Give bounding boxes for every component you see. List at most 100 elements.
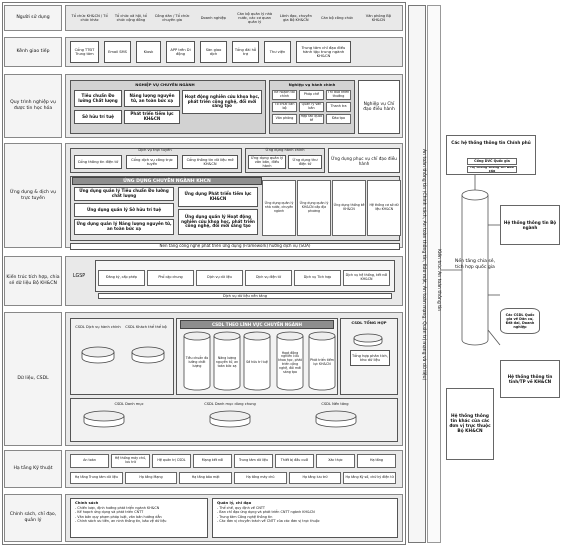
admin-process-title: Nghiệp vụ hành chính <box>288 81 336 87</box>
admin-process-item: Tổ chức cán bộ <box>272 102 297 112</box>
db-core-cylinder <box>243 331 271 391</box>
user-item: Lãnh đạo, chuyên gia Bộ KH&CN <box>279 13 312 22</box>
data-row2-c: CSDL Nền tảng <box>321 402 349 407</box>
lgsp-item: Dịch vụ điện tử <box>245 270 292 286</box>
row-label-process: Quy trình nghiệp vụ được tin học hóa <box>4 74 62 138</box>
gov-item-dvc: Cổng DVC Quốc gia <box>467 158 517 165</box>
db-object-cylinder <box>131 346 165 364</box>
infra-item: Mạng kết nối <box>193 454 232 468</box>
row-label-apps: Ứng dụng & dịch vụ trực tuyến <box>4 143 62 248</box>
app-portal: Cổng thông tin điện tử <box>74 155 122 169</box>
lgsp-item: Dịch vụ hệ thống, kết nối KH&CN <box>343 270 390 286</box>
core-app-research: Ứng dụng quản lý Hoạt động nghiên cứu kh… <box>178 209 258 235</box>
core-db-label: Tiêu chuẩn đo lường chất lượng <box>185 356 209 368</box>
admin-process-item: Văn phòng <box>272 114 297 124</box>
policy-right-item: - Ban chỉ đạo ứng dụng và phát triển CNT… <box>217 510 315 515</box>
db-core-cylinder <box>183 331 211 391</box>
db-summary-cylinder <box>353 333 383 347</box>
core-process-title: NGHIỆP VỤ CHUYÊN NGÀNH <box>135 81 195 87</box>
infra-item: Hạ tầng bảo mật <box>179 472 232 484</box>
policy-left-title: Chính sách <box>75 500 99 505</box>
side-app-item: Ứng dụng quản lý KH&CN cấp địa phương <box>297 180 331 236</box>
admin-process-item: Pháp chế <box>299 90 324 100</box>
admin-process-item: Hợp tác quốc tế <box>299 114 324 124</box>
policy-right-title: Quản lý, chỉ đạo <box>217 500 252 505</box>
db-admin-cylinder <box>81 346 115 364</box>
core-app-nuclear: Ứng dụng quản lý Năng lượng nguyên tử, a… <box>74 219 174 235</box>
infra-item: Hạ tầng máy chủ <box>234 472 287 484</box>
side-app-item: Ứng dụng quản lý nhà nước, chuyên ngành <box>262 180 296 236</box>
db-core-cylinder <box>308 331 336 391</box>
user-item: Tổ chức xã hội, tổ chức cộng đồng <box>114 13 147 22</box>
security-bar <box>408 5 426 543</box>
process-item-measurement: Tiêu chuẩn Đo lường Chất lượng <box>74 90 122 107</box>
core-app-ip: Ứng dụng quản lý Sở hữu trí tuệ <box>74 203 174 217</box>
row-label-data: Dữ liệu, CSDL <box>4 312 62 446</box>
user-item: Công dân / Tổ chức chuyên gia <box>154 13 190 22</box>
framework-bar: Nền tảng công nghệ phát triển ứng dụng (… <box>70 243 400 250</box>
row-label-infra: Hạ tầng Kỹ thuật <box>4 450 62 488</box>
data-core-title: CSDL THEO LĨNH VỰC CHUYÊN NGÀNH <box>180 320 334 329</box>
gov-systems: Các hệ thống thông tin Chính phủ Cổng DV… <box>446 135 536 175</box>
lgsp-item: Dịch vụ dữ liệu <box>196 270 243 286</box>
data-summary-item: Tổng hợp phân tích, kho dữ liệu <box>350 350 390 366</box>
right-system-other: Hệ thống thông tin khác của các đơn vị t… <box>446 388 494 460</box>
lgsp-label: LGSP <box>72 274 86 280</box>
infra-item: Thiết bị đầu cuối <box>275 454 314 468</box>
row-label-channels: Kênh giao tiếp <box>4 37 62 67</box>
infra-item: Trung tâm dữ liệu <box>234 454 273 468</box>
policy-right-item: - Thể chế, quy định về CNTT <box>217 505 265 510</box>
infra-item: Hạ tầng <box>357 454 396 468</box>
data-row2-b: CSDL Danh mục dùng chung <box>204 402 256 407</box>
infra-item: Xác thực <box>316 454 355 468</box>
app-email: Ứng dụng thư điện tử <box>288 155 322 169</box>
channel-item: Trung tâm chỉ đạo điều hành tập trung ng… <box>296 41 351 63</box>
process-item-potential: Phát triển tiềm lực KH&CN <box>124 110 180 124</box>
admin-process-item: Thi đua khen thưởng <box>326 90 351 100</box>
policy-left-item: - Chính sách ưu tiên, an ninh thông tin,… <box>75 519 167 524</box>
gov-systems-title: Các hệ thống thông tin Chính phủ <box>451 140 531 145</box>
db-shared-cylinder <box>209 410 251 428</box>
policy-left: Chính sách - Chiến lược, định hướng phát… <box>70 498 208 538</box>
user-item: Doanh nghiệp <box>200 15 226 20</box>
policy-right-item: - Trung tâm Công nghệ thông tin <box>217 514 273 519</box>
app-open-data: Cổng thông tin dữ liệu mở KH&CN <box>182 155 238 169</box>
core-app-potential: Ứng dụng Phát triển tiềm lực KH&CN <box>178 187 258 207</box>
process-item-nuclear: Năng lượng nguyên tử, an toàn bức xạ <box>124 90 180 107</box>
right-system-national-db: Các CSDL Quốc gia về Dân cư, Đất đai, Do… <box>500 308 540 334</box>
arch-bar-text: Kiến trúc An toàn thông tin <box>436 248 441 312</box>
admin-apps-title: Ứng dụng hành chính <box>265 148 305 153</box>
infra-item: Hệ thống máy chủ, lưu trữ <box>111 454 150 468</box>
infra-item: Hạ tầng Trung tâm dữ liệu <box>70 472 123 484</box>
platform-label: Nền tảng chia sẻ, tích hợp quốc gia <box>454 259 496 270</box>
process-direct: Nghiệp vụ Chỉ đạo điều hành <box>358 80 400 134</box>
infra-item: An toàn <box>70 454 109 468</box>
app-document: Ứng dụng quản lý văn bản, điều hành <box>248 155 286 169</box>
data-summary-title: CSDL TỔNG HỢP <box>351 320 387 326</box>
gov-item-report: Hệ thống thông tin Báo cáo <box>467 166 517 173</box>
core-db-label: Phát triển tiềm lực KH&CN <box>310 358 334 366</box>
core-db-label: Năng lượng nguyên tử, an toàn bức xạ <box>215 356 239 368</box>
app-direct: Ứng dụng phục vụ chỉ đạo điều hành <box>328 148 400 173</box>
policy-left-item: - Văn bản quy phạm pháp luật, văn bản hư… <box>75 514 162 519</box>
channel-item: Cổng TTĐT Trung tâm <box>70 41 99 63</box>
lgsp-item: Phổ cập chung <box>147 270 194 286</box>
user-item: Cán bộ công chức <box>321 15 354 20</box>
side-app-item: Hệ thống cơ sở dữ liệu KH&CN <box>367 180 401 236</box>
csdl-object-label: CSDL Khách thể thể bộ <box>125 324 167 329</box>
users-band <box>65 5 403 31</box>
data-bus: Dịch vụ dữ liệu nền tảng <box>98 293 392 299</box>
infra-item: Hạ tầng Mạng <box>124 472 178 484</box>
admin-process-item: Kế hoạch tài chính <box>272 90 297 100</box>
data-row2-a: CSDL Danh mục <box>114 402 144 407</box>
process-item-research: Hoạt động nghiên cứu khoa học, phát triể… <box>182 90 262 114</box>
admin-process-item: Đào tạo <box>326 114 351 124</box>
row-label-users: Người sử dụng <box>4 5 62 31</box>
admin-process-item: Thanh tra <box>326 102 351 112</box>
policy-right-item: - Các đơn vị chuyên trách về CNTT của cá… <box>217 519 320 524</box>
lgsp-item: Đăng ký, cấp phép <box>98 270 145 286</box>
policy-right: Quản lý, chỉ đạo - Thể chế, quy định về … <box>212 498 398 538</box>
db-core-cylinder <box>276 331 304 391</box>
